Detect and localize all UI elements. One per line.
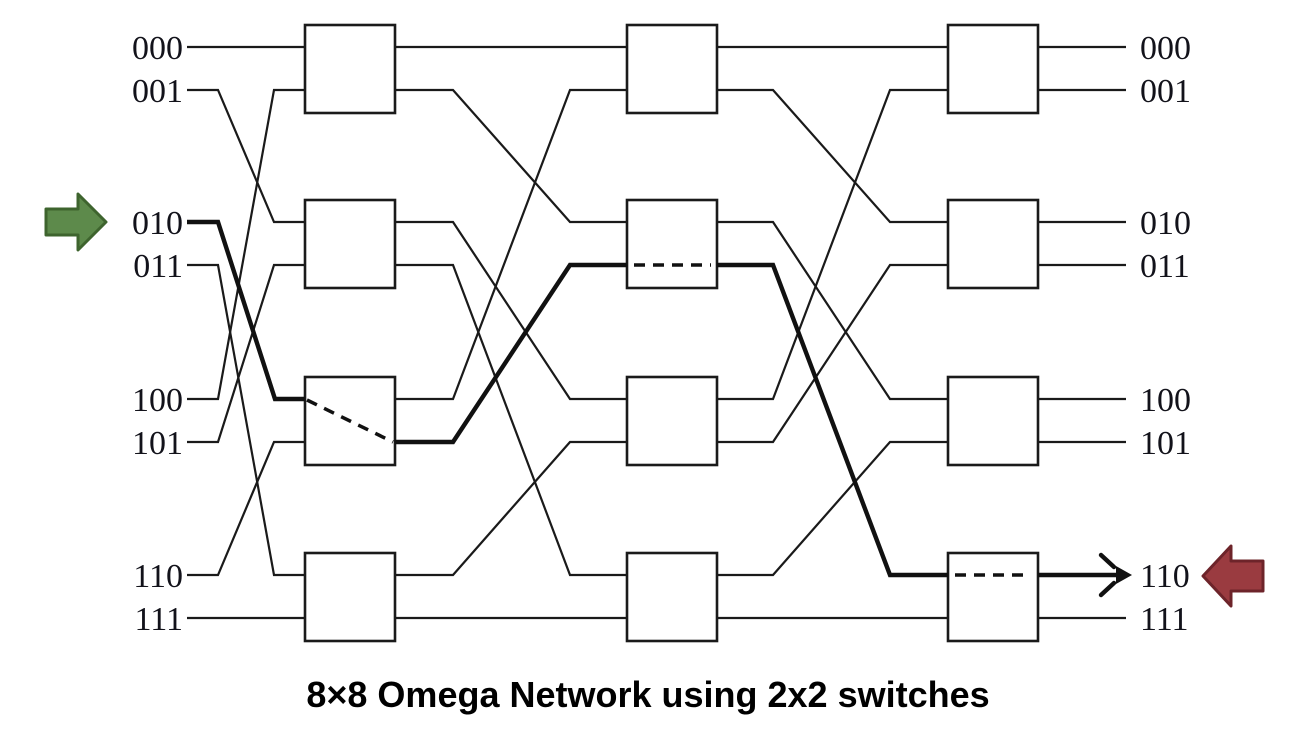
output-label-101: 101 [1140,425,1191,462]
input-label-000: 000 [132,30,183,67]
connection-line [187,88,305,401]
output-label-110: 110 [1140,558,1190,595]
connection-line [717,88,948,401]
connection-line [395,88,627,401]
switch-box-s3-3 [946,375,1040,467]
connection-line [717,220,948,401]
switch-box-s1-2 [303,198,397,290]
switch-box-s2-2 [625,198,719,290]
switch-box-s2-3 [625,375,719,467]
connection-line [717,440,948,577]
input-label-100: 100 [132,382,183,419]
highlighted-path [395,262,627,445]
switch-box-s3-4 [946,551,1040,643]
source-arrow-icon [44,192,108,252]
output-label-010: 010 [1140,205,1191,242]
output-label-000: 000 [1140,30,1191,67]
connection-line [717,263,948,444]
input-labels: 000 001 010 011 100 101 110 111 [132,30,183,638]
output-label-100: 100 [1140,382,1191,419]
input-label-110: 110 [133,558,183,595]
highlighted-path [717,262,948,578]
connection-line [395,88,627,224]
highlighted-path-layer [187,219,1132,598]
switch-box-s2-1 [625,23,719,115]
input-label-101: 101 [132,425,183,462]
switch-box-s1-1 [303,23,397,115]
switch-box-s2-4 [625,551,719,643]
switch-box-s1-4 [303,551,397,643]
connection-lines-layer [187,45,1126,620]
path-arrowhead-icon [1098,552,1117,570]
connection-line [395,263,627,577]
connection-line [187,263,305,444]
switch-box-s3-1 [946,23,1040,115]
connection-line [395,440,627,577]
path-arrowhead-icon [1116,566,1132,584]
input-label-111: 111 [135,601,183,638]
connection-line [395,220,627,401]
input-label-001: 001 [132,73,183,110]
input-label-010: 010 [132,205,183,242]
switch-internal-route [306,398,394,444]
switch-box-s3-2 [946,198,1040,290]
output-label-111: 111 [1140,601,1188,638]
highlighted-path [187,219,305,402]
diagram-caption: 8×8 Omega Network using 2x2 switches [306,674,990,715]
switch-boxes-layer [303,23,1040,643]
output-label-011: 011 [1140,248,1190,285]
connection-line [187,88,305,224]
path-arrowhead-icon [1098,580,1117,598]
connection-line [187,263,305,577]
destination-arrow-icon [1201,544,1265,608]
connection-line [717,88,948,224]
connection-line [187,440,305,577]
output-labels: 000 001 010 011 100 101 110 111 [1140,30,1191,638]
switch-routes-layer [306,263,1031,577]
output-label-001: 001 [1140,73,1191,110]
input-label-011: 011 [133,248,183,285]
